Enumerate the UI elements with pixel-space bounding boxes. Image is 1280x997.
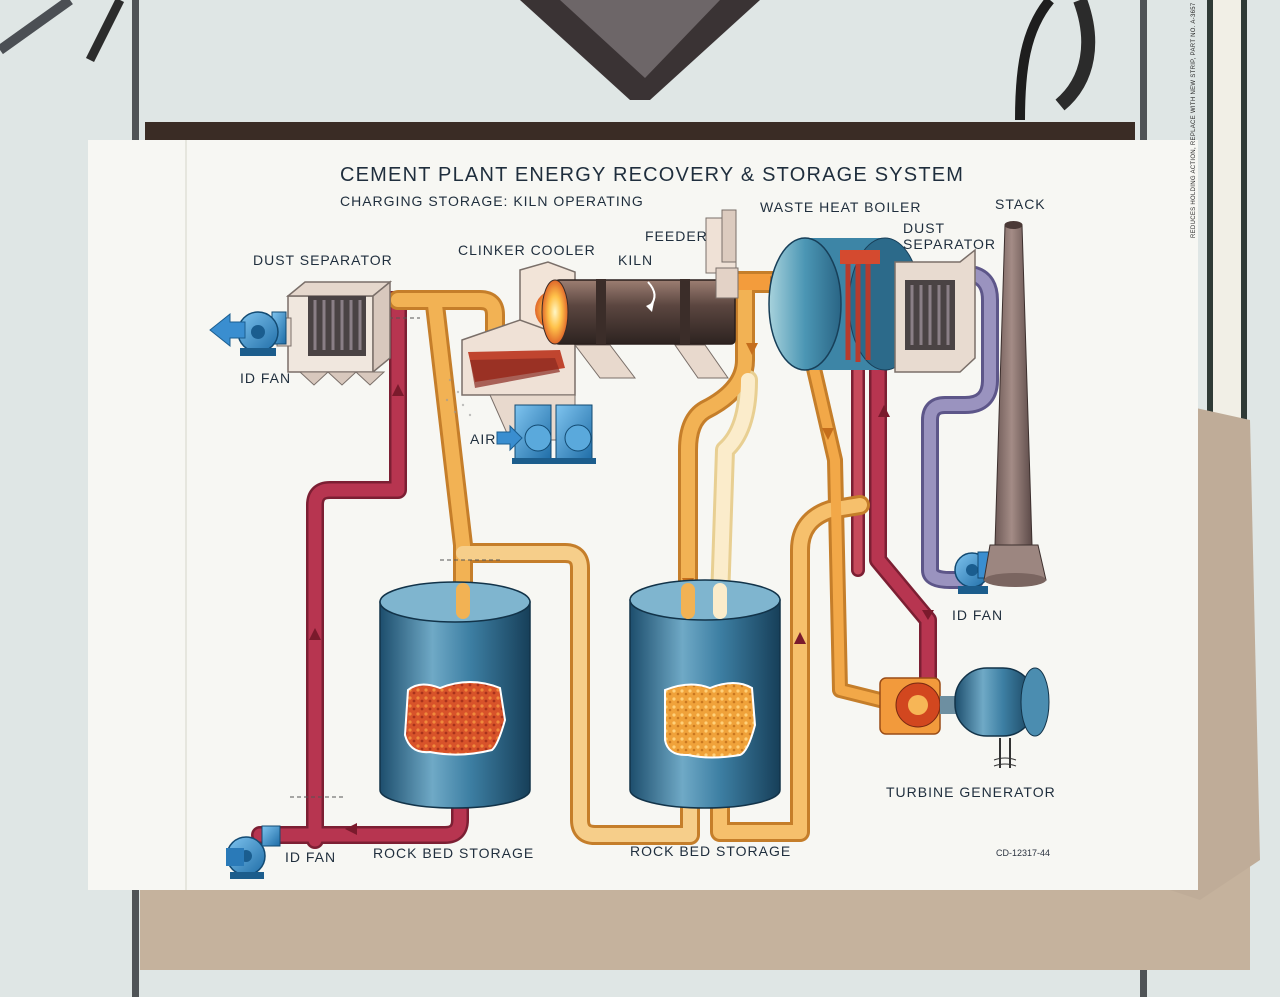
rock-bed-storage-left [379, 581, 531, 809]
drawing-code: CD-12317-44 [996, 848, 1051, 858]
label-id-fan-right: ID FAN [952, 607, 1004, 623]
label-rock-bed-storage-right: ROCK BED STORAGE [630, 843, 792, 859]
flow-arrows [309, 384, 934, 835]
label-dust-separator-right-line2: SEPARATOR [903, 236, 997, 252]
label-turbine-generator: TURBINE GENERATOR [886, 784, 1056, 800]
dust-separator-left [276, 280, 393, 386]
diagram-title: CEMENT PLANT ENERGY RECOVERY & STORAGE S… [340, 164, 965, 186]
exhaust-pipe [921, 266, 999, 589]
turbine-generator [879, 667, 1050, 768]
label-kiln: KILN [618, 252, 654, 268]
label-air: AIR [470, 431, 497, 447]
cable [1015, 0, 1054, 121]
id-fan-top-left [237, 311, 287, 356]
kiln [541, 279, 736, 379]
label-rock-bed-storage-left: ROCK BED STORAGE [373, 845, 535, 861]
rock-bed-storage-right [629, 579, 781, 809]
label-stack: STACK [995, 196, 1046, 212]
label-dust-separator-right-line1: DUST [903, 220, 946, 236]
diagram-subtitle: CHARGING STORAGE: KILN OPERATING [340, 193, 644, 209]
warm-gas-pipes [388, 271, 888, 845]
label-dust-separator-left: DUST SEPARATOR [253, 252, 393, 268]
tape-label: REDUCES HOLDING ACTION, REPLACE WITH NEW… [1191, 2, 1197, 238]
air-blowers [512, 404, 596, 464]
stack [983, 221, 1047, 587]
label-waste-heat-boiler: WASTE HEAT BOILER [760, 199, 922, 215]
label-id-fan-bottom-left: ID FAN [285, 849, 337, 865]
label-feeder: FEEDER [645, 228, 708, 244]
dust-separator-right [894, 248, 976, 373]
feeder [705, 209, 739, 299]
exhaust-arrow [209, 312, 246, 348]
label-id-fan-top-left: ID FAN [240, 370, 292, 386]
label-clinker-cooler: CLINKER COOLER [458, 242, 596, 258]
id-fan-bottom-left [226, 825, 281, 879]
air-arrow [496, 424, 523, 452]
